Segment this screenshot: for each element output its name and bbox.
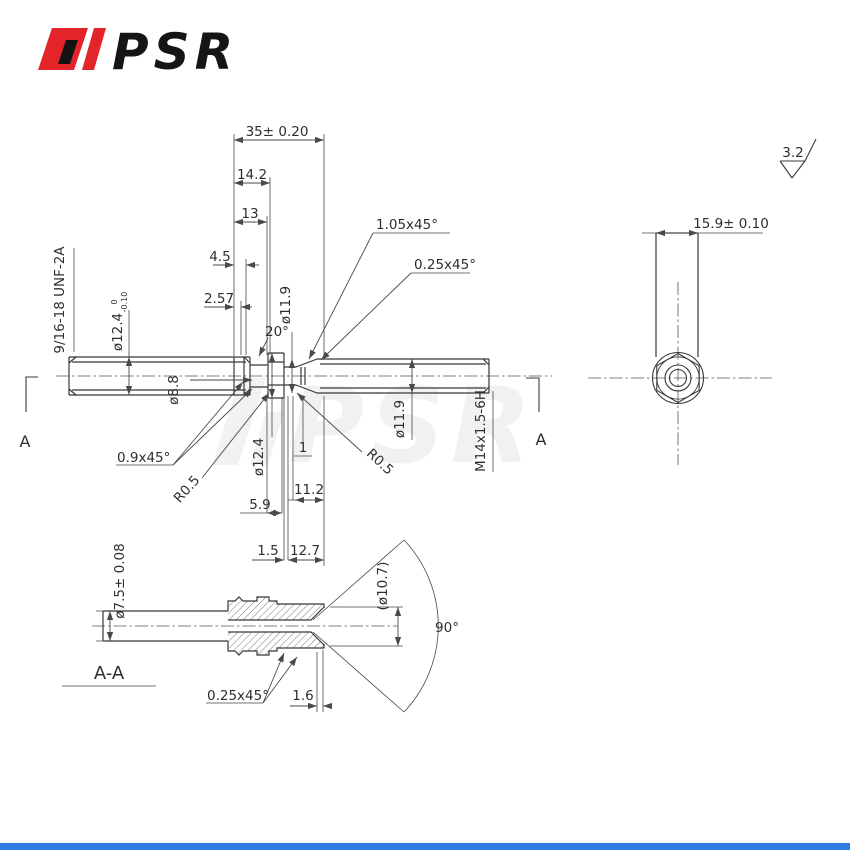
- section-label-left: A: [20, 432, 31, 451]
- chamfer-circle: [656, 356, 700, 400]
- end-view: 15.9± 0.10: [588, 216, 772, 465]
- thread-spec-right: M14x1.5-6H: [473, 390, 489, 472]
- dim-1: 1: [299, 440, 308, 456]
- main-dimension-lines: [125, 136, 416, 564]
- leader-radius-left: [201, 392, 270, 479]
- dim-15-9: 15.9± 0.10: [693, 216, 769, 232]
- main-leader-lines: [172, 232, 412, 479]
- main-part-outline: [68, 352, 490, 399]
- section-cut-marks: [25, 376, 540, 412]
- dim-1-6: 1.6: [292, 688, 313, 704]
- roughness-check-icon: [779, 138, 817, 179]
- leader-angle20: [258, 337, 269, 357]
- dim-1-5: 1.5: [257, 543, 278, 559]
- section-title: A-A: [94, 663, 125, 684]
- dim-angle20: 20°: [265, 324, 289, 340]
- leader-sec-chamfer-b: [262, 656, 298, 704]
- dim-14-2: 14.2: [237, 167, 267, 183]
- leader-chamfer1-05: [308, 232, 374, 360]
- leader-sec-chamfer-a: [262, 652, 285, 704]
- surface-finish-symbol: 3.2: [779, 138, 817, 179]
- thread-spec-left: 9/16-18 UNF-2A: [52, 246, 68, 354]
- end-body-outline: [655, 232, 699, 357]
- dim-overall: 35± 0.20: [246, 124, 309, 140]
- dim-dia11-9-right: ø11.9: [392, 400, 408, 438]
- dim-sec-chamfer0-25: 0.25x45°: [207, 688, 269, 704]
- dim-radius-left: R0.5: [171, 473, 204, 507]
- roughness-value: 3.2: [782, 145, 803, 161]
- dim-dia12-4-tol-lower: -0.10: [120, 292, 129, 313]
- section-view: ø7.5± 0.08 (ø10.7) 0.25x45° 1.6 90° A-A: [62, 539, 459, 713]
- logo-red-bar2-icon: [82, 28, 106, 70]
- main-view: A A: [20, 124, 763, 566]
- dim-12-7: 12.7: [290, 543, 320, 559]
- dim-chamfer1-05: 1.05x45°: [376, 217, 438, 233]
- section-extension-lines: [62, 606, 403, 712]
- leader-chamfer0-9b: [172, 388, 253, 466]
- leader-radius-right: [296, 392, 363, 453]
- section-dimension-lines: [106, 607, 402, 710]
- leader-chamfer0-25: [320, 272, 412, 361]
- dim-chamfer0-25: 0.25x45°: [414, 257, 476, 273]
- dim-chamfer0-9: 0.9x45°: [117, 450, 170, 466]
- dim-dia8-8: ø8.8: [166, 375, 182, 405]
- psr-logo: PSR: [38, 23, 238, 81]
- hatch-bottom: [228, 632, 324, 655]
- hatch-top: [228, 597, 324, 620]
- dim-11-2: 11.2: [294, 482, 324, 498]
- dim-dia12-4-mid: ø12.4: [251, 438, 267, 476]
- dim-dia7-5: ø7.5± 0.08: [112, 543, 128, 618]
- logo-text: PSR: [112, 23, 238, 81]
- dim-5-9: 5.9: [249, 497, 270, 513]
- dim-dia11-9-top: ø11.9: [278, 286, 294, 324]
- outer-circle: [651, 351, 705, 405]
- leader-chamfer0-9a: [172, 381, 244, 466]
- dim-2-57: 2.57: [204, 291, 234, 307]
- logo-black-bar-icon: [58, 40, 78, 64]
- dim-4-5: 4.5: [209, 249, 230, 265]
- watermark-text: PSR: [288, 365, 537, 487]
- dim-dia12-4-left: ø12.4: [110, 313, 126, 351]
- watermark-mark-shape: [212, 378, 266, 465]
- dim-dia12-4-tol-upper: 0: [110, 299, 119, 304]
- dim-13: 13: [241, 206, 258, 222]
- cone-90-construction: [312, 539, 439, 713]
- hex-outline: [656, 352, 700, 404]
- inner-bore-circle: [668, 368, 688, 388]
- footer-bar: [0, 843, 850, 850]
- section-part-outline: [102, 596, 325, 656]
- dim-dia10-7: (ø10.7): [375, 562, 391, 611]
- bore-circle: [664, 364, 692, 392]
- dim-angle90: 90°: [435, 620, 459, 636]
- section-label-right: A: [536, 430, 547, 449]
